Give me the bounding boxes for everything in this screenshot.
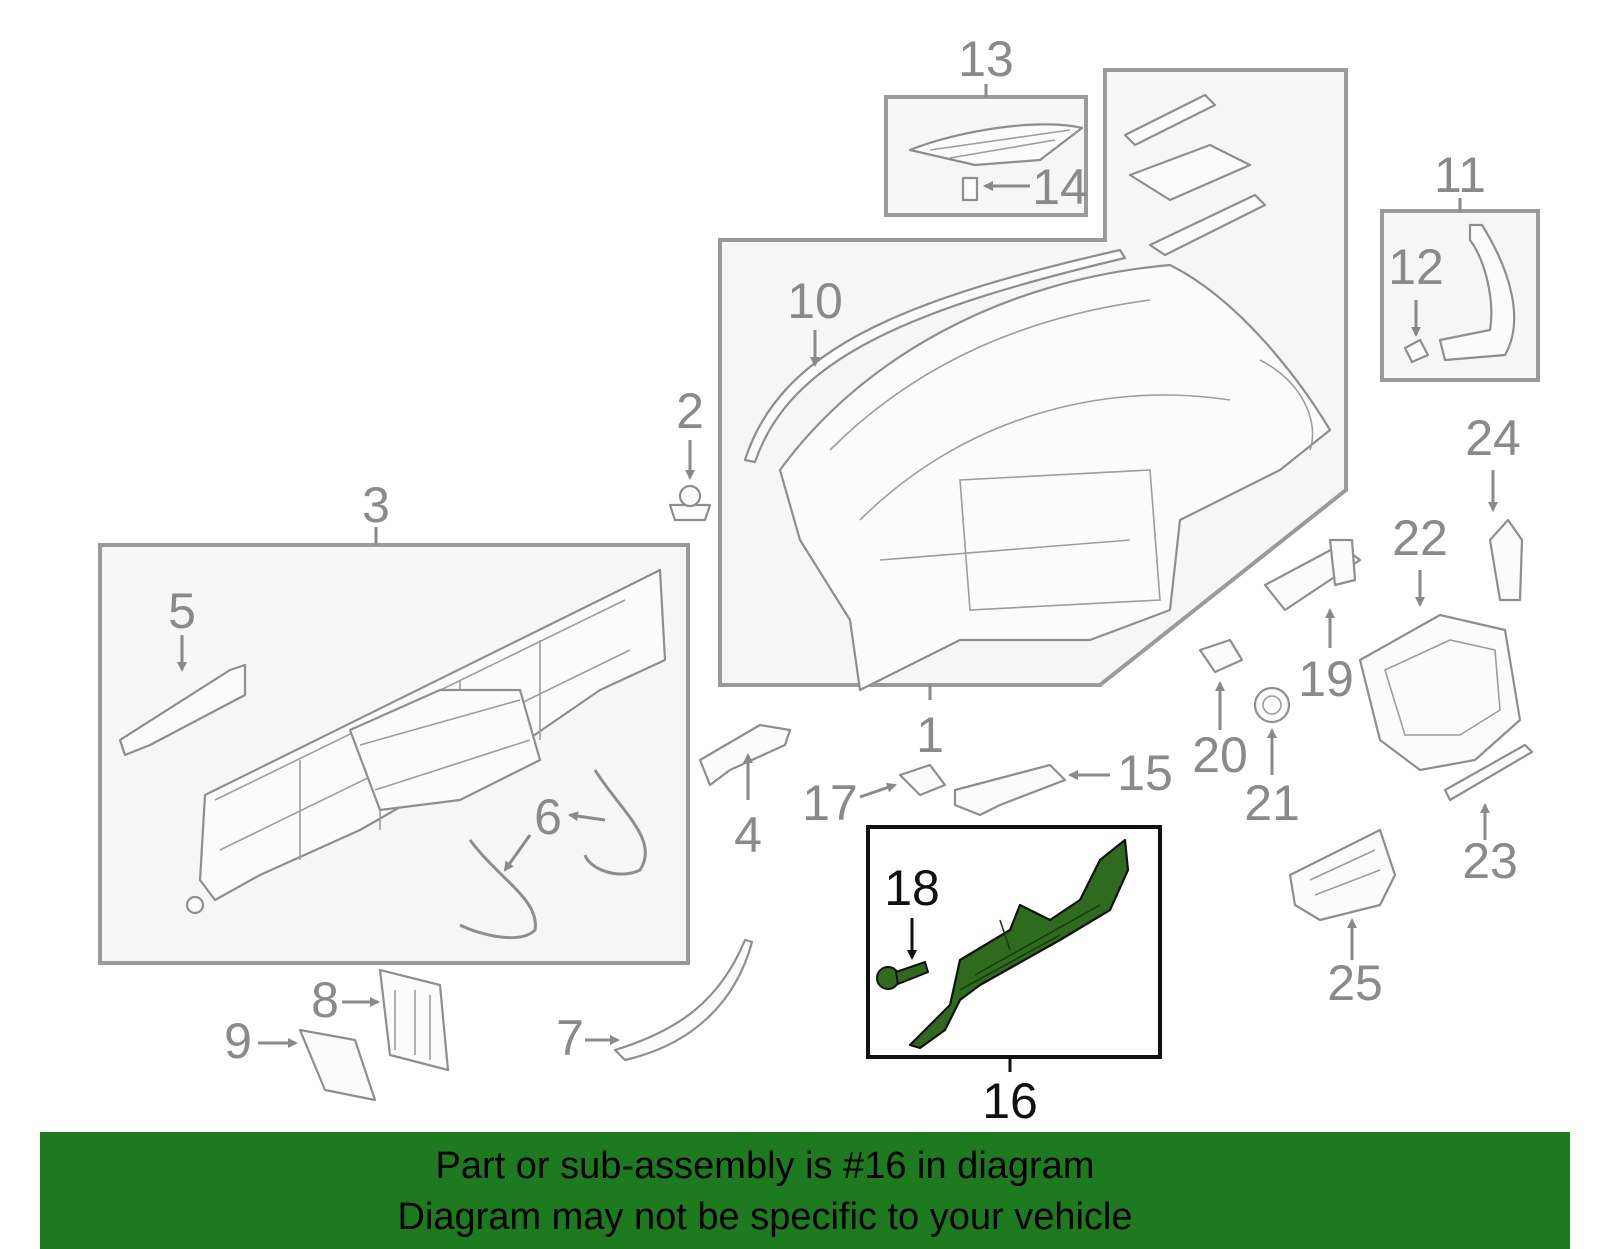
- callout-1: 1: [916, 707, 944, 763]
- footer-banner: Part or sub-assembly is #16 in diagram D…: [40, 1132, 1570, 1249]
- callout-25: 25: [1327, 955, 1383, 1011]
- ring-21: [1253, 686, 1291, 775]
- nut-2: [668, 440, 712, 522]
- callout-24: 24: [1465, 410, 1521, 466]
- defrost-seal-10: [743, 248, 1127, 464]
- glove-box-16: [908, 838, 1130, 1050]
- callout-8: 8: [311, 972, 339, 1028]
- bracket-9: [258, 1028, 377, 1102]
- banner-line-2: Diagram may not be specific to your vehi…: [397, 1196, 1133, 1238]
- callout-12: 12: [1388, 239, 1444, 295]
- callout-18: 18: [884, 860, 940, 916]
- callout-4: 4: [734, 807, 762, 863]
- bracket-8: [342, 968, 450, 1072]
- control-panel-25: [1288, 828, 1397, 960]
- callout-7: 7: [556, 1010, 584, 1066]
- switch-20: [1198, 638, 1244, 730]
- bracket-19: [1263, 538, 1362, 648]
- callout-14: 14: [1032, 159, 1088, 215]
- callout-6: 6: [534, 789, 562, 845]
- upper-trim-parts: [1123, 93, 1267, 257]
- trim-23: [1443, 743, 1534, 840]
- duct-15: [953, 763, 1110, 817]
- bezel-22: [1358, 570, 1522, 772]
- grille-13: [908, 123, 1084, 202]
- callout-2: 2: [676, 383, 704, 439]
- callout-21: 21: [1244, 775, 1300, 831]
- callout-20: 20: [1192, 727, 1248, 783]
- instrument-panel: [778, 263, 1332, 692]
- clip-17: [859, 763, 947, 799]
- callout-11: 11: [1434, 147, 1486, 203]
- cross-car-beam: [185, 568, 667, 915]
- callout-3: 3: [362, 477, 390, 533]
- callout-9: 9: [224, 1013, 252, 1069]
- callout-19: 19: [1298, 651, 1354, 707]
- banner-line-1: Part or sub-assembly is #16 in diagram: [435, 1145, 1095, 1187]
- screw-18: [876, 918, 930, 990]
- trim-24: [1488, 470, 1524, 602]
- harness-clip-6: [459, 769, 647, 940]
- callout-23: 23: [1462, 833, 1518, 889]
- callout-22: 22: [1392, 510, 1448, 566]
- callout-15: 15: [1117, 745, 1173, 801]
- callout-10: 10: [787, 273, 843, 329]
- trim-11: [1403, 223, 1516, 364]
- callout-17: 17: [802, 775, 858, 831]
- callout-5: 5: [168, 583, 196, 639]
- bracket-5: [118, 635, 247, 757]
- callout-13: 13: [958, 31, 1014, 87]
- callout-16: 16: [982, 1073, 1038, 1129]
- bracket-4: [698, 723, 792, 800]
- bracket-7: [585, 938, 754, 1062]
